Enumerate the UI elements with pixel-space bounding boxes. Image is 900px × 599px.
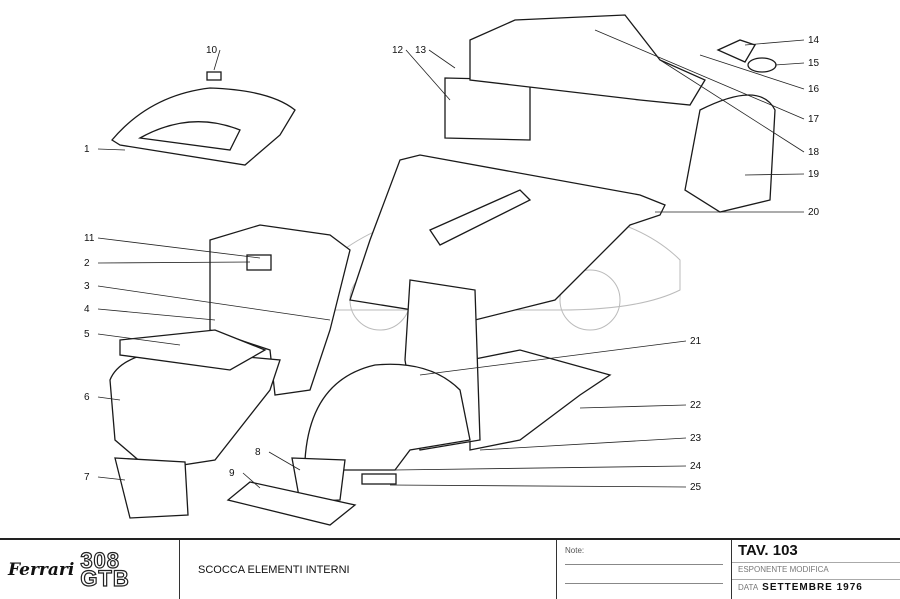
title-block: Ferrari 308 GTB SCOCCA ELEMENTI INTERNI …	[0, 538, 900, 599]
part-2	[246, 254, 272, 271]
callout-10: 10	[206, 45, 218, 56]
leader-line-3	[97, 285, 331, 321]
leader-line-6	[97, 396, 121, 401]
leader-line-21	[419, 340, 687, 376]
callout-23: 23	[690, 433, 702, 444]
callout-13: 13	[415, 45, 427, 56]
callout-6: 6	[84, 392, 90, 403]
model-logo: 308 GTB	[80, 547, 130, 591]
callout-2: 2	[84, 258, 90, 269]
callout-14: 14	[808, 35, 820, 46]
callout-11: 11	[84, 233, 95, 244]
leader-line-17	[594, 29, 805, 120]
part-5	[119, 329, 267, 371]
part-12-panel	[444, 77, 531, 141]
part-15	[747, 57, 777, 73]
part-18-shelf	[469, 14, 706, 106]
callout-20: 20	[808, 207, 820, 218]
callout-17: 17	[808, 114, 820, 125]
callout-16: 16	[808, 84, 820, 95]
callout-25: 25	[690, 482, 702, 493]
leader-line-13	[428, 49, 456, 69]
leader-line-7	[97, 476, 126, 481]
part-19-liner	[684, 94, 776, 213]
logo: Ferrari 308 GTB	[0, 540, 180, 599]
leader-line-18	[659, 59, 805, 153]
callout-18: 18	[808, 147, 820, 158]
leader-line-24	[394, 465, 687, 471]
leader-line-11	[97, 237, 261, 259]
notes-label: Note:	[565, 546, 585, 555]
callout-1: 1	[84, 144, 90, 155]
callout-8: 8	[255, 447, 261, 458]
part-7	[114, 457, 189, 519]
callout-19: 19	[808, 169, 820, 180]
callout-24: 24	[690, 461, 702, 472]
callout-9: 9	[229, 468, 235, 479]
part-9	[226, 481, 357, 526]
car-outline	[299, 209, 681, 311]
part-22-tray	[469, 349, 612, 451]
date-value: SETTEMBRE 1976	[762, 582, 863, 593]
drawing-title: SCOCCA ELEMENTI INTERNI	[180, 540, 557, 599]
part-20-floor	[349, 154, 666, 321]
callout-7: 7	[84, 472, 90, 483]
callout-22: 22	[690, 400, 702, 411]
part-10	[206, 71, 222, 81]
callout-15: 15	[808, 58, 820, 69]
date-label: DATA	[738, 583, 758, 592]
leader-line-12	[405, 49, 451, 101]
leader-line-9	[242, 472, 261, 489]
part-8	[291, 457, 346, 503]
leader-line-19	[744, 173, 805, 176]
part-24	[361, 473, 397, 485]
callout-21: 21	[690, 336, 702, 347]
part-14	[716, 39, 756, 63]
leader-line-10	[213, 49, 221, 71]
revision-label: ESPONENTE MODIFICA	[732, 563, 900, 580]
part-arch	[304, 363, 471, 471]
leader-line-1	[97, 148, 126, 151]
leader-line-5	[97, 333, 181, 346]
leader-line-8	[268, 451, 301, 471]
notes-box: Note:	[557, 540, 732, 599]
callout-12: 12	[392, 45, 404, 56]
leader-line-2	[97, 261, 251, 264]
sheet-info: TAV. 103 ESPONENTE MODIFICA DATA SETTEMB…	[732, 540, 900, 599]
car-wheel-rear	[559, 269, 621, 331]
sheet-number: TAV. 103	[732, 540, 900, 563]
leader-line-25	[389, 484, 687, 488]
leader-line-23	[479, 437, 687, 451]
brand-logo: Ferrari	[8, 559, 75, 580]
leader-line-14	[744, 39, 805, 46]
leader-line-15	[774, 62, 805, 66]
callout-3: 3	[84, 281, 90, 292]
callout-4: 4	[84, 304, 90, 315]
callout-5: 5	[84, 329, 90, 340]
leader-line-22	[579, 404, 687, 409]
leader-line-4	[97, 308, 216, 321]
leader-line-16	[699, 54, 805, 90]
